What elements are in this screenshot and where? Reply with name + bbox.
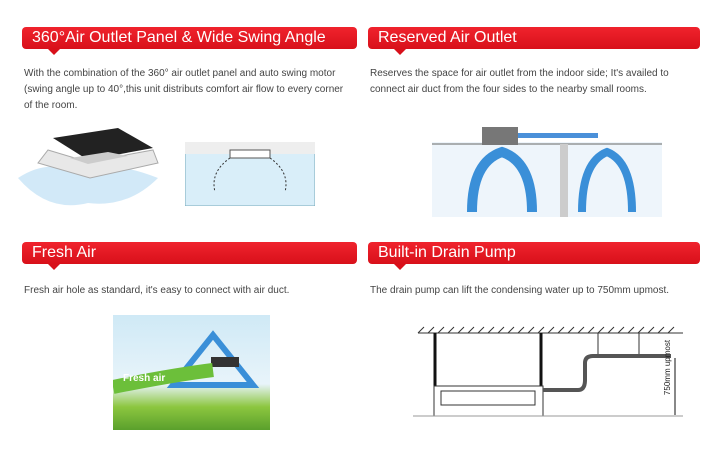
section-title-reserved-outlet: Reserved Air Outlet [368, 27, 700, 55]
section-title-drain-pump: Built-in Drain Pump [368, 242, 700, 270]
fresh-air-label: Fresh air [123, 373, 166, 384]
drain-pump-diagram [413, 326, 683, 417]
cassette-unit-image [18, 128, 159, 206]
fresh-air-image: Fresh air [113, 315, 270, 430]
section-title-360-outlet: 360°Air Outlet Panel & Wide Swing Angle [22, 27, 357, 55]
section-text-reserved-outlet: Reserves the space for air outlet from t… [370, 68, 669, 95]
section-text-360-outlet: With the combination of the 360° air out… [24, 68, 344, 111]
section-text-fresh-air: Fresh air hole as standard, it's easy to… [24, 285, 290, 296]
swing-angle-diagram [185, 142, 315, 206]
section-text-drain-pump: The drain pump can lift the condensing w… [370, 285, 670, 296]
drain-height-label: 750mm upmost [663, 339, 673, 396]
reserved-outlet-diagram [432, 127, 662, 217]
section-title-fresh-air: Fresh Air [22, 242, 357, 270]
